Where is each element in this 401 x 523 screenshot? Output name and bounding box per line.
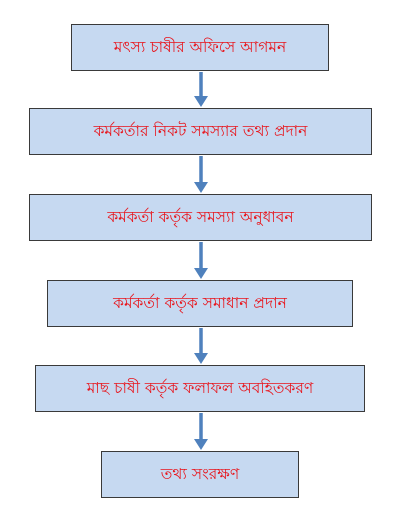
step-box-report-results: মাছ চাষী কর্তৃক ফলাফল অবহিতকরণ [35, 365, 365, 412]
step-box-understand-problem: কর্মকর্তা কর্তৃক সমস্যা অনুধাবন [29, 194, 372, 241]
step-box-store-info: তথ্য সংরক্ষণ [101, 451, 299, 498]
step-box-provide-solution: কর্মকর্তা কর্তৃক সমাধান প্রদান [47, 280, 353, 327]
arrow-5 [194, 413, 208, 450]
step-label-report-results: মাছ চাষী কর্তৃক ফলাফল অবহিতকরণ [86, 378, 314, 397]
step-label-arrival: মৎস্য চাষীর অফিসে আগমন [113, 37, 287, 56]
step-box-arrival: মৎস্য চাষীর অফিসে আগমন [71, 24, 329, 71]
step-label-provide-problem-info: কর্মকর্তার নিকট সমস্যার তথ্য প্রদান [93, 121, 308, 140]
step-label-store-info: তথ্য সংরক্ষণ [160, 464, 240, 483]
step-box-provide-problem-info: কর্মকর্তার নিকট সমস্যার তথ্য প্রদান [29, 108, 372, 155]
arrow-3 [194, 242, 208, 279]
arrow-4 [194, 328, 208, 364]
step-label-provide-solution: কর্মকর্তা কর্তৃক সমাধান প্রদান [113, 293, 287, 312]
step-label-understand-problem: কর্মকর্তা কর্তৃক সমস্যা অনুধাবন [107, 207, 294, 226]
arrow-1 [194, 72, 208, 107]
arrow-2 [194, 156, 208, 193]
